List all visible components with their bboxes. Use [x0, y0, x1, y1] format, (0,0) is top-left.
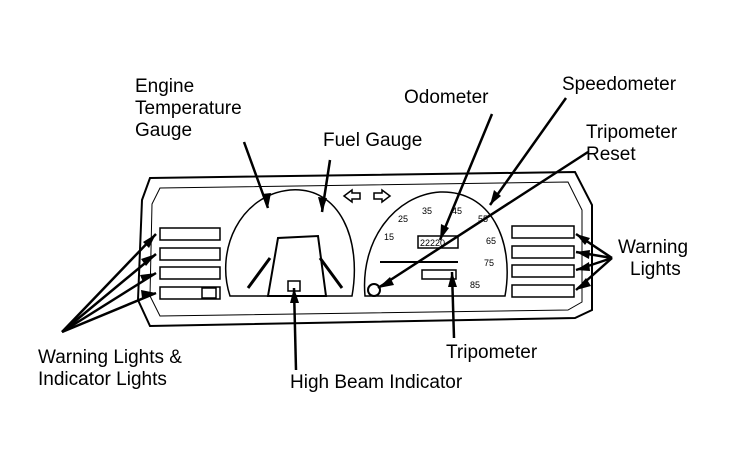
arrowhead-speedometer	[490, 190, 501, 205]
arrowhead-warn-l2	[141, 254, 156, 266]
warning-light-right-3	[511, 264, 575, 278]
odometer-digits: 22220	[420, 238, 445, 248]
speed-tick-85: 85	[470, 280, 480, 290]
fuel-needle	[318, 257, 344, 289]
label-warning-indicator-line1: Warning Lights &	[38, 347, 182, 368]
arrowhead-odometer	[440, 224, 449, 240]
arrowhead-warn-l3	[140, 273, 156, 282]
warning-light-left-2	[159, 247, 221, 261]
cluster-housing	[136, 170, 593, 328]
arrowhead-warn-l1	[143, 234, 156, 248]
warning-light-right-1	[511, 225, 575, 239]
label-fuel-gauge: Fuel Gauge	[323, 130, 423, 151]
leader-warning-left-1	[61, 233, 157, 333]
turn-right-arrow	[373, 188, 392, 204]
speed-tick-65: 65	[486, 236, 496, 246]
leader-speedometer	[488, 97, 568, 206]
arrowhead-high-beam	[290, 288, 299, 303]
indicator-light-left-4b	[201, 287, 217, 299]
tripometer-window	[421, 269, 457, 280]
speed-tick-45: 45	[452, 206, 462, 216]
label-engine-temp-line2: Temperature	[135, 98, 242, 119]
leader-odometer	[438, 113, 494, 241]
label-tripometer-reset-line1: Tripometer	[586, 122, 678, 143]
speed-tick-25: 25	[398, 214, 408, 224]
speed-tick-15: 15	[384, 232, 394, 242]
tripometer-reset-knob	[367, 283, 381, 297]
arrowhead-warn-r1	[576, 234, 590, 245]
warning-light-right-2	[511, 245, 575, 259]
arrowhead-trip-reset	[378, 277, 394, 288]
arrowhead-fuel	[318, 197, 327, 212]
label-odometer: Odometer	[404, 87, 489, 108]
temp-needle	[246, 257, 272, 289]
turn-left-arrow	[342, 188, 361, 204]
cluster-bezel-inner	[149, 181, 583, 317]
speedometer-face	[363, 191, 508, 297]
label-high-beam-indicator: High Beam Indicator	[290, 372, 463, 393]
speed-tick-35: 35	[422, 206, 432, 216]
high-beam-window	[266, 234, 328, 297]
label-warning-indicator-line2: Indicator Lights	[38, 369, 167, 390]
arrowhead-warn-r2	[576, 250, 590, 259]
label-tripometer: Tripometer	[446, 342, 538, 363]
arrowhead-engine-temp	[262, 193, 271, 208]
arrowhead-warn-l4	[141, 290, 156, 298]
arrowhead-warn-r3	[576, 262, 590, 271]
warning-light-left-3	[159, 266, 221, 280]
label-engine-temp-line3: Gauge	[135, 120, 193, 141]
leader-warning-left-3	[61, 271, 157, 334]
arrowhead-tripometer	[448, 272, 457, 287]
arrowhead-warn-r4	[576, 278, 591, 290]
warning-light-left-4	[159, 286, 221, 300]
leader-warning-left-2	[61, 253, 157, 333]
leader-warning-left-4	[61, 291, 157, 334]
label-engine-temp-line1: Engine	[135, 76, 195, 97]
label-warning-lights-line2: Lights	[630, 259, 681, 280]
warning-light-left-1	[159, 227, 221, 241]
speed-tick-75: 75	[484, 258, 494, 268]
leader-tripometer-reset	[377, 150, 589, 290]
warning-light-right-4	[511, 284, 575, 298]
label-tripometer-reset-line2: Reset	[586, 144, 636, 165]
left-gauge-face	[225, 189, 356, 297]
label-warning-lights-line1: Warning	[618, 237, 689, 258]
label-speedometer: Speedometer	[562, 74, 677, 95]
speed-tick-55: 55	[478, 214, 488, 224]
